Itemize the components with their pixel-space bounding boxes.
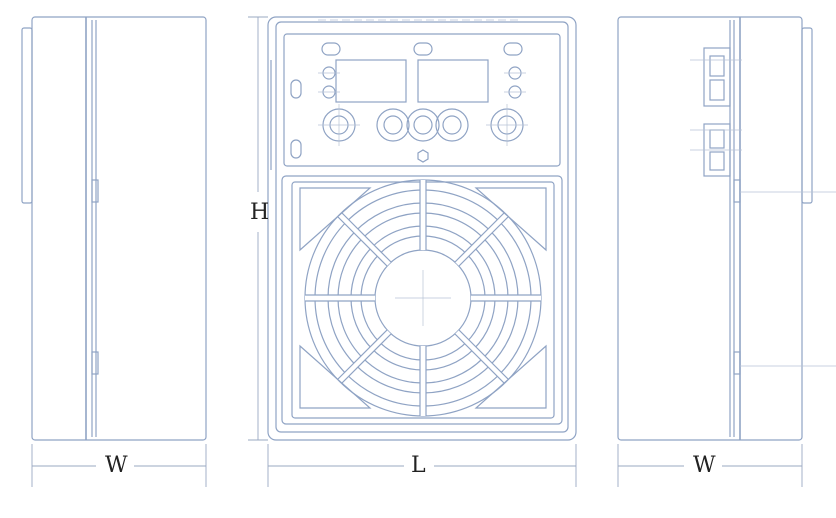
left-side-view [21,16,207,441]
width-label-left: W [105,453,128,478]
length-label: L [411,453,426,478]
front-view [267,16,577,441]
height-dimension [248,16,268,441]
left-width-dimension [31,444,207,487]
length-dimension [267,444,577,487]
height-label: H [250,200,270,225]
fan-grill [299,179,547,417]
keypad-buttons [318,104,528,146]
right-width-dimension [617,444,803,487]
right-side-view [617,16,836,441]
width-label-right: W [693,453,716,478]
